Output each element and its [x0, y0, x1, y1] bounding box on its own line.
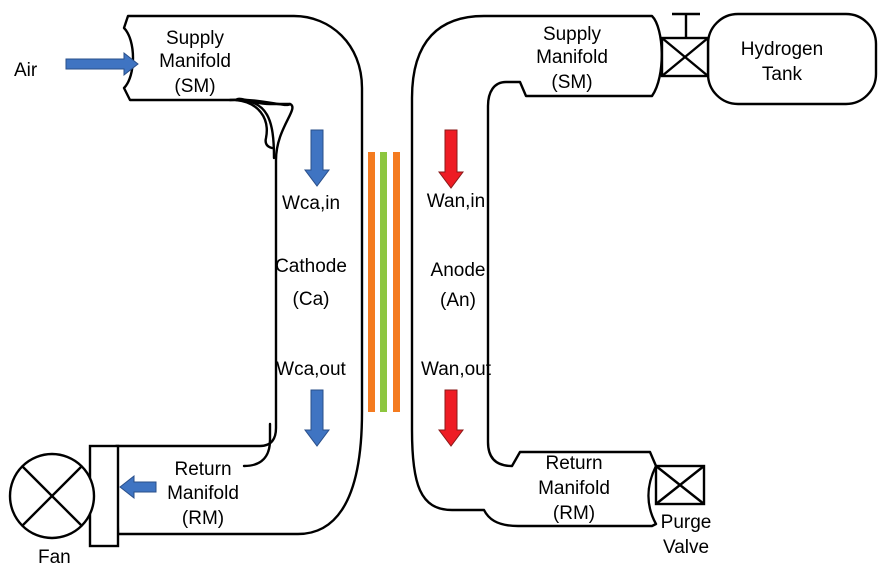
supply-valve-cross-2: [661, 37, 709, 77]
cathode-outflow-arrow: [304, 389, 330, 447]
anode-flow-out-label: Wan,out: [421, 359, 492, 380]
cathode-return-manifold-line3: (RM): [182, 508, 224, 529]
anode-supply-manifold-line1: Supply: [543, 24, 602, 45]
membrane-orange-left: [368, 152, 375, 412]
cathode-flow-in-label: Wca,in: [282, 193, 340, 214]
purge-valve-line1: Purge: [661, 512, 712, 533]
membrane-green: [380, 152, 387, 412]
cathode-supply-manifold-line3: (SM): [174, 76, 215, 97]
hydrogen-tank-line1: Hydrogen: [741, 39, 823, 60]
anode-loop-outer: [410, 14, 663, 528]
fan-label: Fan: [38, 547, 71, 568]
cathode-inflow-arrow: [304, 129, 330, 187]
purge-valve-line2: Valve: [663, 537, 709, 558]
cathode-return-manifold-line1: Return: [174, 459, 231, 480]
anode-supply-manifold-line3: (SM): [551, 72, 592, 93]
purge-valve-cross-2: [655, 465, 705, 505]
cathode-supply-manifold-line2: Manifold: [159, 51, 231, 72]
diagram-dynamic-layer: [8, 12, 878, 548]
anode-return-manifold-line2: Manifold: [538, 478, 610, 499]
anode-inflow-arrow: [438, 129, 464, 189]
air-label: Air: [14, 60, 38, 81]
anode-abbr-label: (An): [440, 290, 476, 311]
fan-icon-cross-2: [21, 465, 83, 527]
anode-supply-manifold-line2: Manifold: [536, 47, 608, 68]
cathode-return-joint: [242, 422, 272, 468]
cathode-name-label: Cathode: [275, 256, 347, 277]
fan-outlet-arrow: [119, 474, 157, 500]
membrane-orange-right: [393, 152, 400, 412]
anode-name-label: Anode: [431, 260, 486, 281]
anode-flow-in-label: Wan,in: [427, 191, 485, 212]
cathode-loop-inner: [228, 98, 292, 160]
anode-return-manifold-line3: (RM): [553, 503, 595, 524]
anode-loop: [410, 14, 663, 528]
cathode-abbr-label: (Ca): [293, 289, 330, 310]
air-inlet-arrow: [65, 51, 139, 77]
anode-return-manifold-line1: Return: [545, 453, 602, 474]
cathode-supply-manifold-line1: Supply: [166, 28, 225, 49]
cathode-return-manifold-line2: Manifold: [167, 483, 239, 504]
cathode-flow-out-label: Wca,out: [276, 359, 346, 380]
cathode-supply-joint: [234, 98, 274, 150]
anode-outflow-arrow: [438, 389, 464, 447]
hydrogen-tank-line2: Tank: [762, 64, 803, 85]
